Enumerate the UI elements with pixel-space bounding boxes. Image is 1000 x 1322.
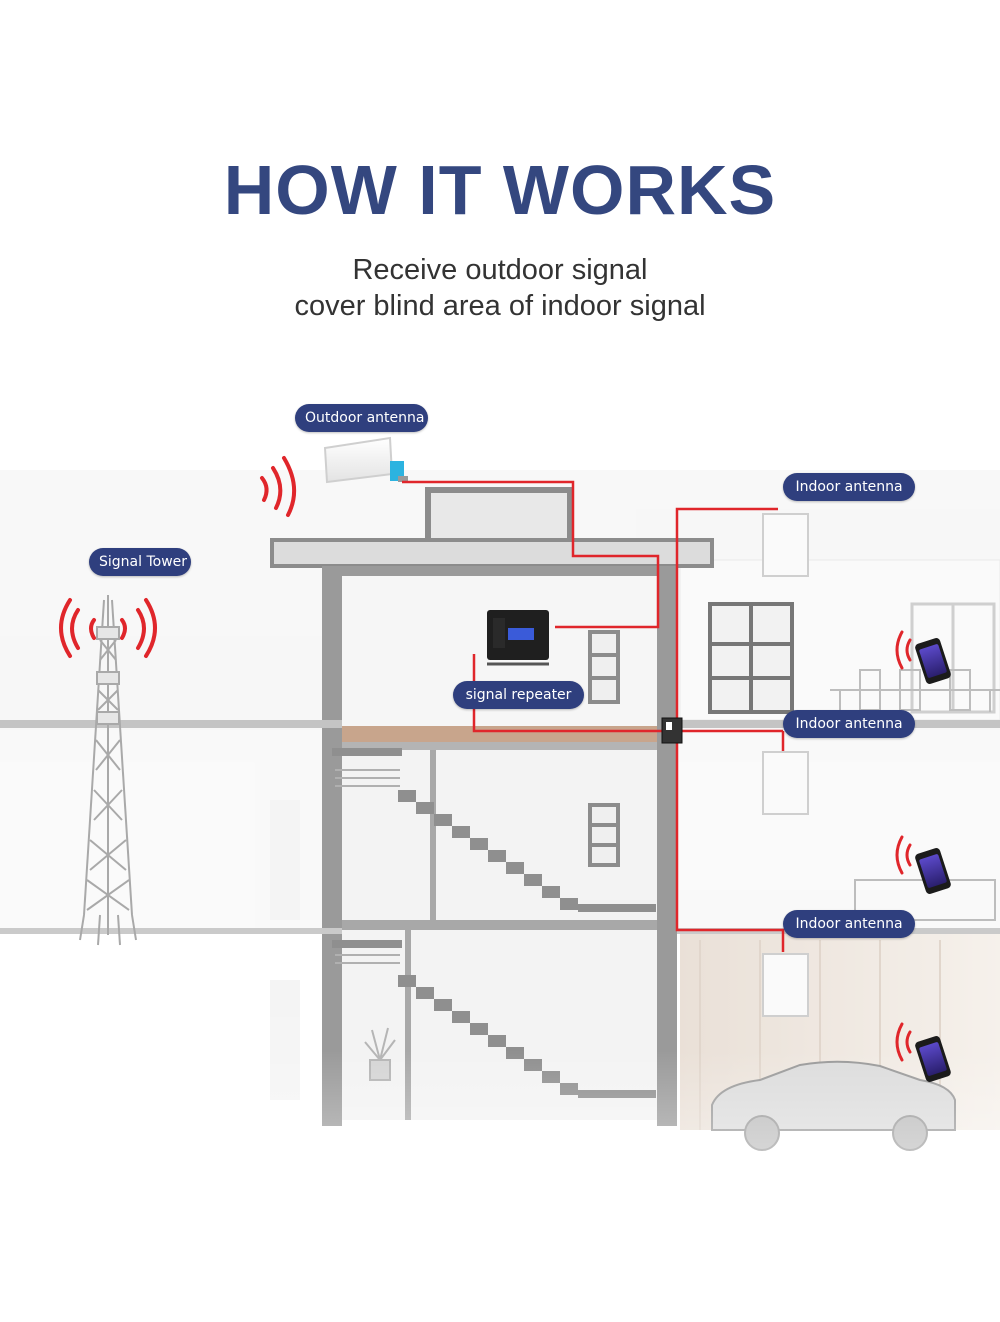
coax-cables (402, 480, 785, 952)
label-signal-tower: Signal Tower (89, 548, 191, 576)
right-window (708, 602, 794, 714)
panel-antenna-icon (323, 436, 408, 484)
ceiling-antenna-icon (762, 513, 809, 577)
splitter-icon (661, 717, 683, 744)
interior-windows (588, 630, 620, 867)
label-outdoor-antenna: Outdoor antenna (295, 404, 428, 432)
ceiling-antenna-icon (762, 953, 809, 1017)
subtitle-line-1: Receive outdoor signal (352, 254, 648, 286)
smartphone-icon (895, 1022, 951, 1082)
label-indoor-antenna-bottom: Indoor antenna (783, 910, 915, 938)
label-indoor-antenna-middle: Indoor antenna (783, 710, 915, 738)
staircase-upper (332, 748, 656, 912)
right-window-2 (910, 602, 996, 714)
smartphone-icon (895, 835, 951, 894)
label-indoor-antenna-top: Indoor antenna (783, 473, 915, 501)
cell-tower-icon (79, 595, 137, 946)
bottom-fade (0, 1050, 1000, 1322)
subtitle-line-2: cover blind area of indoor signal (294, 290, 706, 322)
signal-waves-icon (260, 456, 296, 517)
stair-handrails (335, 769, 400, 964)
installation-diagram (0, 436, 1000, 1322)
signal-repeater-icon (487, 610, 549, 666)
signal-waves-icon (59, 598, 157, 658)
page-title: HOW IT WORKS (223, 151, 777, 229)
label-signal-repeater: signal repeater (453, 681, 584, 709)
ceiling-antenna-icon (762, 751, 809, 815)
smartphone-icon (895, 630, 951, 684)
